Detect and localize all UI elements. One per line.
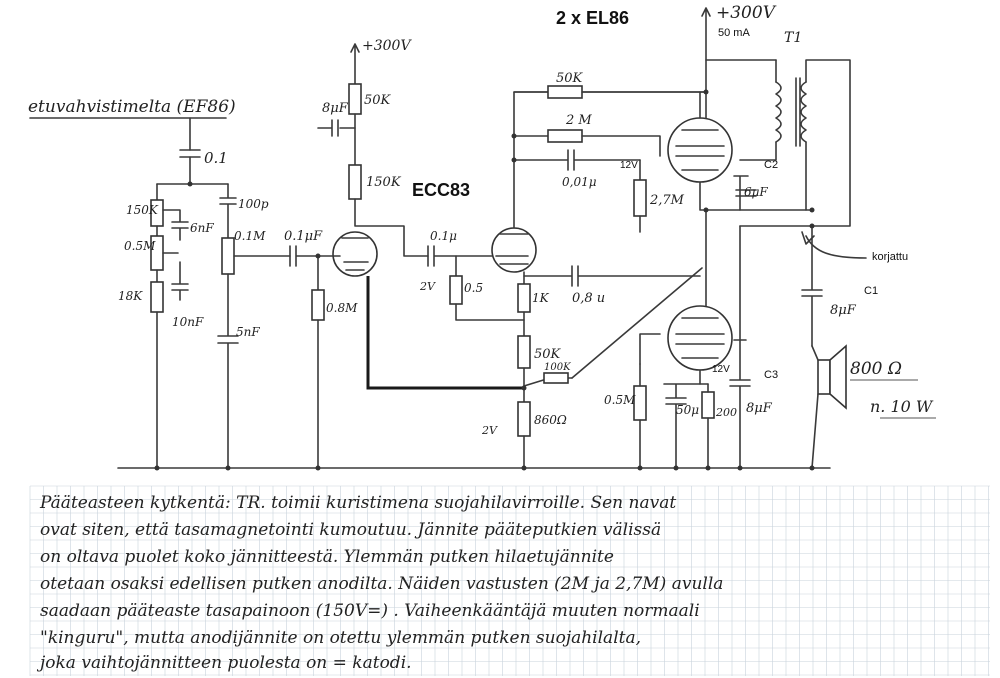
- r150k-anode-label: 150K: [366, 175, 402, 190]
- supply-current-label: 50 mA: [718, 27, 750, 39]
- r18k-label: 18K: [118, 289, 143, 303]
- c6nf-label: 6nF: [190, 221, 214, 235]
- v12-top-label: 12V: [620, 160, 638, 171]
- r1k-label: 1K: [532, 291, 550, 305]
- v2-left-label: 2V: [419, 280, 436, 293]
- input-label: etuvahvistimelta (EF86): [28, 97, 236, 117]
- speaker-power-label: n. 10 W: [870, 397, 934, 416]
- note-line-4: otetaan osaksi edellisen putken anodilta…: [40, 574, 723, 594]
- c01-input-label: 0.1: [204, 149, 228, 167]
- tube-pair-label: 2 x EL86: [556, 8, 629, 28]
- el86-tube-lower: [667, 305, 733, 371]
- r50k-fb-label: 50K: [534, 347, 562, 362]
- c6uf-label: 6μF: [744, 185, 768, 199]
- ecc83-tube-1: [332, 231, 378, 277]
- el86-tube-upper: [667, 117, 733, 183]
- r860-label: 860Ω: [534, 413, 567, 427]
- r08m-label: 0.8M: [326, 301, 358, 315]
- korjattu-arrow-icon: [805, 235, 867, 259]
- c08u-label: 0,8 u: [572, 291, 605, 306]
- supply-small-label: +300V: [362, 38, 412, 54]
- r2m-label: 2 M: [565, 113, 592, 128]
- supply-main-label: +300V: [716, 3, 777, 23]
- v12-bottom-label: 12V: [712, 364, 730, 375]
- c2-label: C2: [764, 159, 778, 171]
- c50u-label: 50μ: [676, 403, 699, 417]
- phase-splitter: 0.1μ 0.5 2V 1K 50K 860Ω 2V 100K 0,8 u: [419, 91, 707, 469]
- note-line-5: saadaan pääteaste tasapainoon (150V=) . …: [40, 601, 700, 621]
- c8uf-c1-label: 8μF: [830, 303, 857, 318]
- r50k-top-label: 50K: [556, 71, 584, 86]
- c01uf-grid-label: 0.1μF: [284, 229, 323, 244]
- r150k-tone-label: 150K: [126, 203, 159, 217]
- v2-bottom-label: 2V: [481, 424, 498, 437]
- r100k-label: 100K: [544, 362, 571, 373]
- c100p-label: 100p: [238, 197, 269, 211]
- transformer-primary-coil: [775, 81, 782, 143]
- c1-label: C1: [864, 285, 878, 297]
- c5nf-label: 5nF: [236, 325, 260, 339]
- c10nf-label: 10nF: [172, 315, 204, 329]
- c8uf-c3-label: 8μF: [746, 401, 773, 416]
- c001-label: 0,01μ: [562, 175, 597, 189]
- c8uf-dec-label: 8μF: [322, 101, 349, 116]
- r05-cath-label: 0.5: [464, 281, 483, 295]
- handwritten-notes: Pääteasteen kytkentä: TR. toimii kuristi…: [36, 493, 723, 673]
- r01m-label: 0.1M: [234, 229, 266, 243]
- r05m-out-label: 0.5M: [604, 393, 636, 407]
- ecc83-label: ECC83: [412, 180, 470, 200]
- transformer-label: T1: [784, 30, 802, 46]
- r05m-tone-label: 0.5M: [124, 239, 156, 253]
- speaker-icon: [817, 359, 831, 395]
- graph-paper-grid: [29, 485, 990, 676]
- note-line-7: joka vaihtojännitteen puolesta on = kato…: [36, 653, 412, 673]
- c3-label: C3: [764, 369, 778, 381]
- input-network: etuvahvistimelta (EF86) 0.1 150K 0.5M 18…: [28, 97, 358, 469]
- output-stage: 2 x EL86 +300V 50 mA 50K 2 M 0,01μ 2,7M …: [513, 3, 936, 469]
- c01u-couple-label: 0.1μ: [430, 229, 457, 243]
- note-line-6: "kinguru", mutta anodijännite on otettu …: [40, 628, 641, 648]
- r200-label: 200: [715, 406, 737, 419]
- transformer-secondary-coil: [800, 81, 807, 143]
- korjattu-label: korjattu: [872, 251, 908, 263]
- speaker-ohm-label: 800 Ω: [850, 359, 902, 379]
- r2-7m-label: 2,7M: [649, 193, 685, 208]
- ecc83-stage: +300V 50K 8μF 150K ECC83: [317, 38, 524, 390]
- note-line-1: Pääteasteen kytkentä: TR. toimii kuristi…: [39, 493, 676, 513]
- note-line-3: on oltava puolet koko jännitteestä. Ylem…: [40, 547, 614, 567]
- note-line-2: ovat siten, että tasamagnetointi kumoutu…: [40, 520, 661, 540]
- r50k-anode-label: 50K: [364, 93, 392, 108]
